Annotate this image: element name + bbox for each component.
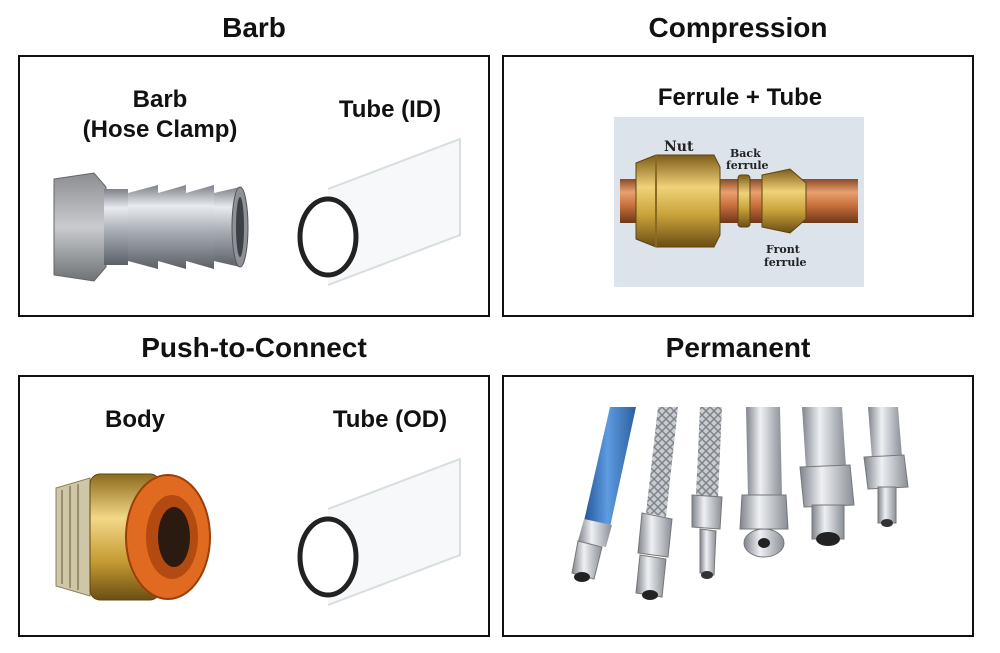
push-to-connect-panel: Body Tube (OD) [18, 375, 490, 637]
back-ferrule-photo-label-1: Back [730, 147, 761, 160]
compression-panel: Ferrule + Tube Nut Back ferrule Front [502, 55, 974, 317]
clear-tube-icon [297, 137, 461, 286]
front-ferrule-photo-label-1: Front [766, 243, 801, 256]
tube-od-label: Tube (OD) [332, 406, 448, 433]
barb-fitting-label: Barb (Hose Clamp) [82, 86, 238, 143]
tube-id-label: Tube (ID) [338, 96, 442, 123]
hose-barb-fitting-icon [53, 172, 249, 282]
body-label: Body [105, 406, 165, 433]
barb-panel: Barb (Hose Clamp) Tube (ID) [18, 55, 490, 317]
push-to-connect-heading: Push-to-Connect [141, 332, 367, 363]
barb-heading: Barb [222, 12, 286, 43]
compression-fitting-photo: Nut Back ferrule Front ferrule [614, 117, 864, 287]
permanent-heading: Permanent [665, 332, 811, 363]
push-to-connect-fitting-icon [55, 473, 211, 601]
ferrule-tube-label: Ferrule + Tube [657, 84, 823, 111]
nut-photo-label: Nut [664, 139, 694, 155]
compression-heading: Compression [648, 12, 828, 43]
back-ferrule-photo-label-2: ferrule [726, 159, 769, 172]
clear-tube-od-icon [297, 457, 461, 606]
permanent-fittings-photo [571, 407, 909, 600]
front-ferrule-photo-label-2: ferrule [764, 256, 807, 269]
permanent-panel [502, 375, 974, 637]
